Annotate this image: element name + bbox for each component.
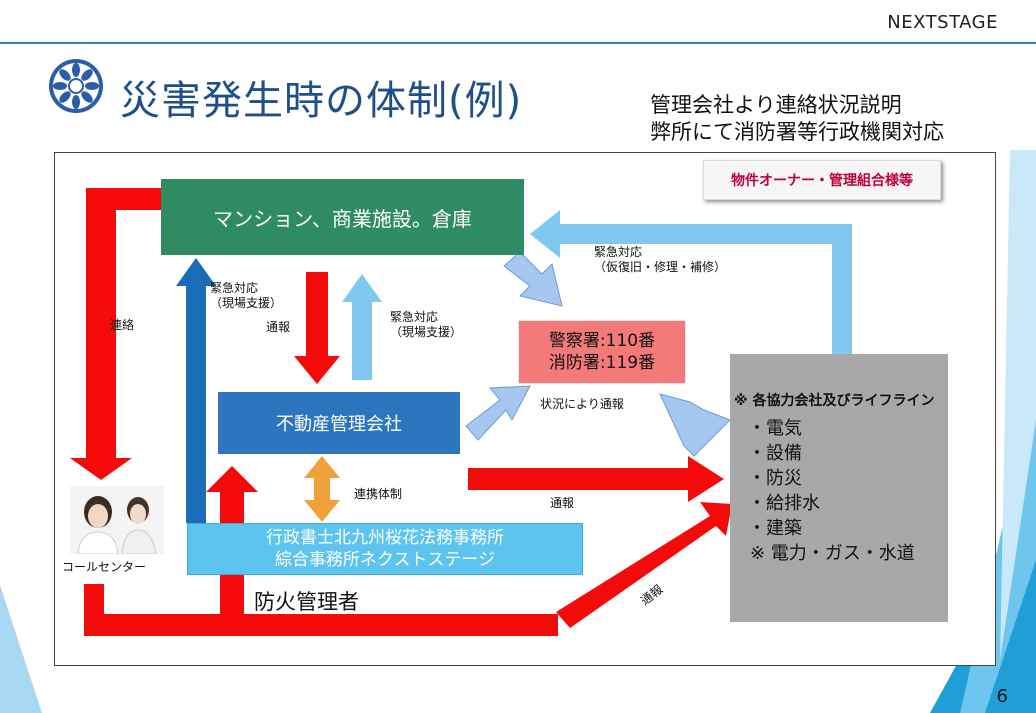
page-title: 災害発生時の体制(例): [120, 78, 523, 124]
owner-box: 物件オーナー・管理組合様等: [703, 160, 941, 200]
label-situation-report: 状況により通報: [540, 397, 624, 411]
fire-manager-label: 防火管理者: [254, 590, 359, 614]
arrow-emergency-repair: [530, 210, 852, 354]
arrow-diagonal-tsuho: [556, 502, 732, 628]
sakura-emblem-icon: [49, 59, 103, 113]
partner-title: ※ 各協力会社及びライフライン: [734, 393, 935, 409]
arrow-tsuho-right: [468, 456, 724, 502]
label-tsuho-down: 通報: [266, 320, 291, 334]
label-cooperation: 連携体制: [354, 487, 403, 501]
arrow-emergency-b: [342, 274, 382, 380]
arrow-mansion-police: [503, 251, 563, 307]
label-renraku: 連絡: [110, 318, 135, 332]
partner-item: ・設備: [748, 443, 802, 464]
headset-operators-icon: [70, 486, 164, 554]
arrow-cooperation: [304, 456, 340, 522]
label-line: 緊急対応: [594, 245, 643, 259]
arrow-realestate-police: [465, 385, 531, 441]
partner-item: ・電気: [748, 418, 802, 439]
header-note-line-1: 管理会社より連絡状況説明: [650, 93, 902, 117]
label-line: （現場支援）: [210, 296, 283, 310]
office-line-2: 綜合事務所ネクストステージ: [274, 550, 496, 570]
bg-right-triangle-3: [1000, 150, 1036, 660]
partner-item: ・建築: [748, 518, 802, 539]
partner-item: ・防災: [748, 468, 802, 489]
mansion-box: マンション、商業施設。倉庫: [161, 179, 524, 255]
header-divider: [0, 42, 1036, 44]
header-note-line-2: 弊所にて消防署等行政機関対応: [650, 120, 944, 144]
label-line: （仮復旧・修理・補修）: [594, 260, 727, 274]
brand-name: NEXTSTAGE: [887, 12, 998, 33]
label-line: 緊急対応: [390, 310, 439, 324]
arrow-tsuho-down: [294, 272, 340, 384]
partner-box: ※ 各協力会社及びライフライン ・電気 ・設備 ・防災 ・給排水 ・建築 ※ 電…: [730, 354, 948, 622]
arrow-bottom-path: [84, 584, 558, 636]
office-line-1: 行政書士北九州桜花法務事務所: [266, 528, 504, 548]
call-center-label: コールセンター: [62, 560, 147, 574]
bg-left-triangle: [0, 585, 42, 713]
office-box: 行政書士北九州桜花法務事務所 綜合事務所ネクストステージ: [187, 523, 583, 575]
label-emergency-support-b: 緊急対応 （現場支援）: [390, 310, 462, 340]
real-estate-box: 不動産管理会社: [218, 392, 460, 454]
police-fire-box: 警察署:110番 消防署:119番: [518, 320, 686, 384]
arrow-renraku: [70, 188, 162, 480]
label-emergency-repair: 緊急対応 （仮復旧・修理・補修）: [594, 245, 726, 275]
label-line: 緊急対応: [210, 281, 259, 295]
partner-footer: ※ 電力・ガス・水道: [750, 543, 915, 564]
label-line: （現場支援）: [390, 325, 463, 339]
label-tsuho-right: 通報: [550, 496, 575, 510]
arrow-emergency-a: [176, 258, 216, 523]
fire-line: 消防署:119番: [548, 353, 656, 373]
label-emergency-support-a: 緊急対応 （現場支援）: [210, 281, 282, 311]
partner-item: ・給排水: [748, 493, 820, 514]
police-line: 警察署:110番: [548, 331, 656, 351]
header-note: 管理会社より連絡状況説明 弊所にて消防署等行政機関対応: [650, 92, 944, 146]
arrow-partner-police: [659, 393, 731, 457]
page-number: 6: [996, 686, 1008, 707]
